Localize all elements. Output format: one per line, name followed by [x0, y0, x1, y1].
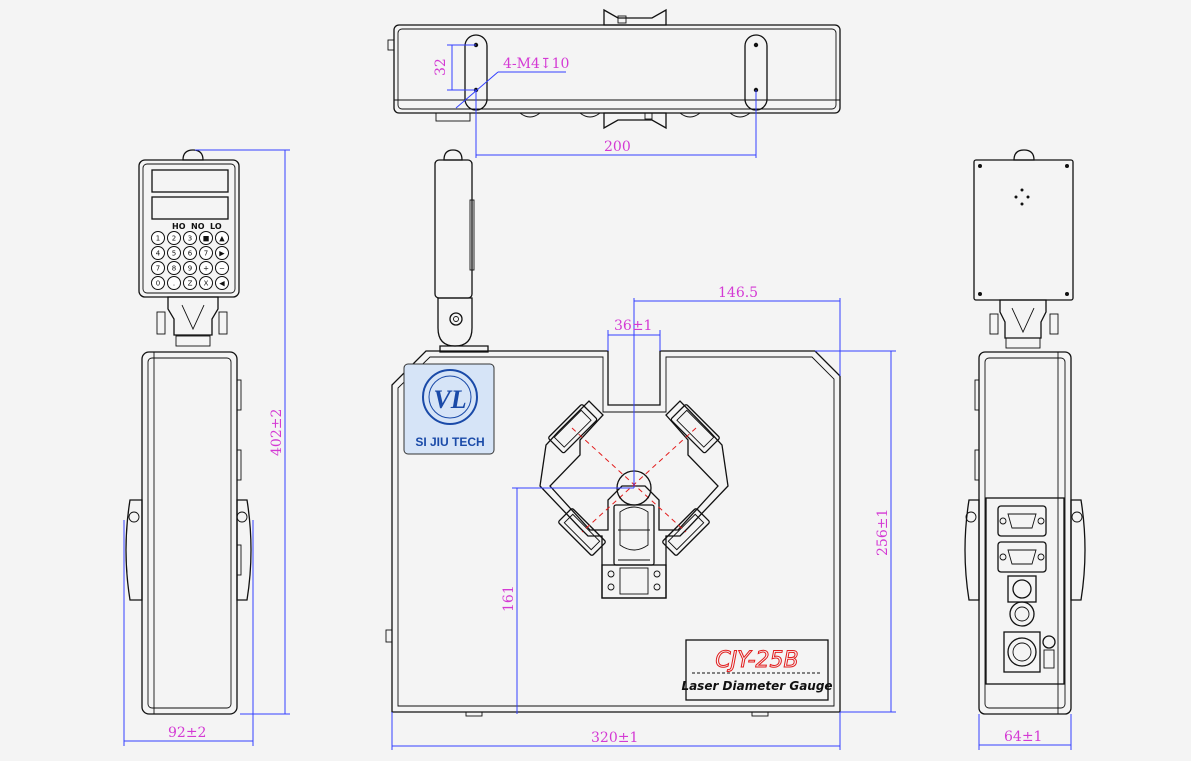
keypad-key-label: ◀	[219, 280, 225, 288]
keypad-key	[151, 231, 165, 245]
keypad-key-label: 9	[188, 265, 192, 273]
keypad-key-label: 2	[172, 235, 176, 243]
keypad-key-label: 7	[156, 265, 160, 273]
dimension-labels: 32 4-M4↧10 200 402±2 92±2 146.5 36±1 161…	[168, 56, 1042, 746]
keypad-key	[183, 276, 197, 290]
dim-146-5: 146.5	[718, 285, 758, 301]
keypad-key-label: +	[203, 265, 209, 273]
keypad-key-label: 7	[204, 250, 208, 258]
keypad-key-label: X	[204, 280, 209, 288]
plate-subtitle: Laser Diameter Gauge	[681, 679, 832, 693]
dim-36: 36±1	[614, 318, 652, 334]
name-plate: CJY-25B Laser Diameter Gauge	[681, 639, 833, 701]
keypad-key	[167, 261, 181, 275]
keypad-key-label: 3	[188, 235, 192, 243]
dim-32: 32	[433, 58, 449, 76]
keypad-key	[183, 246, 197, 260]
keypad: 1 2 3 ■ ▲ 4 5 6 7 ▶ 7 8 9 + − 0. Z X ◀	[151, 231, 229, 290]
keypad-key	[167, 246, 181, 260]
keypad-key	[151, 261, 165, 275]
keypad-key	[183, 261, 197, 275]
dim-320: 320±1	[591, 730, 638, 746]
keypad-key	[167, 231, 181, 245]
keypad-key	[199, 276, 213, 290]
top-view	[387, 8, 841, 130]
model-text: CJY-25B	[715, 648, 798, 673]
keypad-key-label: ▶	[219, 250, 225, 258]
keypad-key-label: 4	[156, 250, 161, 258]
keypad-key	[215, 246, 229, 260]
keypad-key	[167, 276, 181, 290]
dim-64: 64±1	[1004, 729, 1042, 745]
indicator-ho: HO	[172, 222, 186, 231]
keypad-key-label: Z	[188, 280, 193, 288]
arm	[434, 149, 489, 353]
keypad-key	[151, 246, 165, 260]
dim-256: 256±1	[875, 509, 891, 556]
left-side-view: HO NO LO 1 2 3 ■ ▲ 4 5 6 7 ▶ 7 8 9 + − 0. Z X ◀	[125, 149, 252, 715]
keypad-key-label: 6	[188, 250, 193, 258]
indicator-no: NO	[191, 222, 205, 231]
keypad-key-label: ▲	[219, 235, 225, 243]
keypad-key	[151, 276, 165, 290]
keypad-key	[215, 276, 229, 290]
dim-161: 161	[501, 585, 517, 612]
keypad-key	[199, 261, 213, 275]
brand-logo: VL SI JIU TECH	[403, 363, 495, 455]
indicator-labels: HO NO LO	[172, 222, 222, 231]
keypad-key-label: 1	[156, 235, 160, 243]
dim-hole-spec: 4-M4↧10	[503, 56, 569, 72]
keypad-key-label: 5	[172, 250, 176, 258]
keypad-key	[215, 231, 229, 245]
front-view: VL SI JIU TECH CJY-25B Laser Diameter Ga…	[385, 350, 841, 717]
dim-92: 92±2	[168, 725, 206, 741]
keypad-key	[215, 261, 229, 275]
keypad-key	[199, 231, 213, 245]
dim-200: 200	[604, 139, 631, 155]
keypad-key-label: ■	[203, 235, 210, 243]
logo-mark: VL	[433, 385, 466, 414]
keypad-key	[199, 246, 213, 260]
keypad-key-label: 8	[172, 265, 176, 273]
keypad-key-label: 0	[156, 280, 160, 288]
dim-402: 402±2	[269, 409, 285, 456]
keypad-key	[183, 231, 197, 245]
right-side-view	[964, 149, 1086, 715]
dimension-lines	[123, 44, 1072, 750]
indicator-lo: LO	[210, 222, 222, 231]
keypad-key-label: −	[219, 265, 225, 273]
keypad-key-label: .	[173, 280, 175, 288]
logo-brand-text: SI JIU TECH	[415, 435, 484, 449]
